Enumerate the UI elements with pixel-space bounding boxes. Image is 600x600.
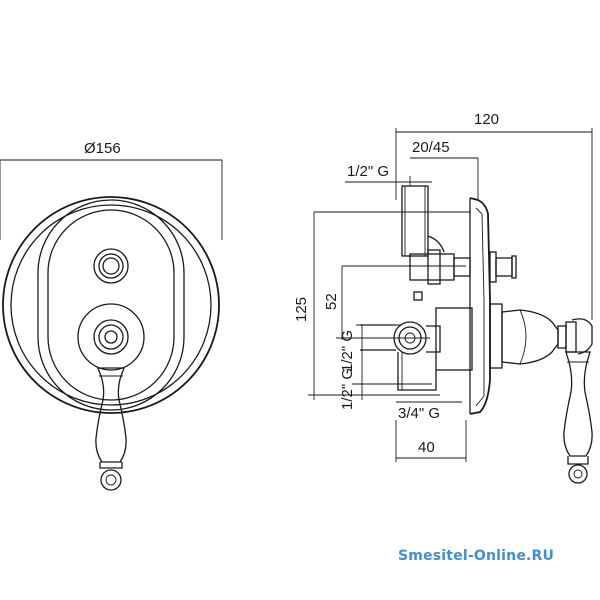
spacing-label: 52 — [323, 293, 340, 310]
diverter-knob — [93, 248, 129, 284]
side-inlet-connector — [360, 321, 441, 355]
side-inlet-label: 1/2" G — [339, 330, 356, 372]
top-outlet-dimension: 1/2" G — [345, 163, 432, 186]
oval-plate-outer — [37, 199, 185, 411]
diverter-spindle — [409, 249, 517, 285]
rosette-inner-ring — [10, 204, 212, 406]
spacing-dimension: 52 — [323, 265, 466, 340]
body-thread-dimension: 3/4" G — [396, 401, 462, 422]
watermark-text: Smesitel-Online.RU — [398, 548, 555, 564]
adjust-range-dimension: 20/45 — [410, 139, 479, 200]
diameter-label: Ø156 — [84, 140, 121, 157]
valve-body — [397, 307, 473, 391]
overall-depth-dimension: 120 — [395, 111, 593, 320]
bottom-outlet-label: 1/2" G — [339, 368, 356, 410]
side-view: 120 20/45 1/2" G 125 52 — [293, 111, 593, 484]
adjust-range-label: 20/45 — [412, 139, 450, 156]
bottom-outlet-dimension: 1/2" G — [339, 368, 432, 410]
body-depth-dimension: 40 — [395, 420, 467, 462]
center-marker — [413, 291, 423, 301]
lever-handle-side — [563, 318, 593, 484]
height-label: 125 — [293, 297, 310, 322]
diameter-dimension: Ø156 — [0, 140, 223, 240]
top-outlet-pipe — [401, 185, 445, 257]
overall-depth-label: 120 — [474, 111, 499, 128]
wall-plate-profile — [469, 197, 491, 415]
mixer-cartridge-side — [489, 303, 577, 369]
height-dimension: 125 — [293, 211, 470, 400]
rosette-outline — [2, 196, 220, 414]
lever-handle — [95, 367, 127, 491]
mixer-hub — [77, 303, 145, 371]
top-outlet-label: 1/2" G — [347, 163, 389, 180]
oval-plate-inner — [47, 209, 175, 401]
body-thread-label: 3/4" G — [398, 405, 440, 422]
front-view: Ø156 — [0, 140, 223, 491]
body-depth-label: 40 — [418, 439, 435, 456]
